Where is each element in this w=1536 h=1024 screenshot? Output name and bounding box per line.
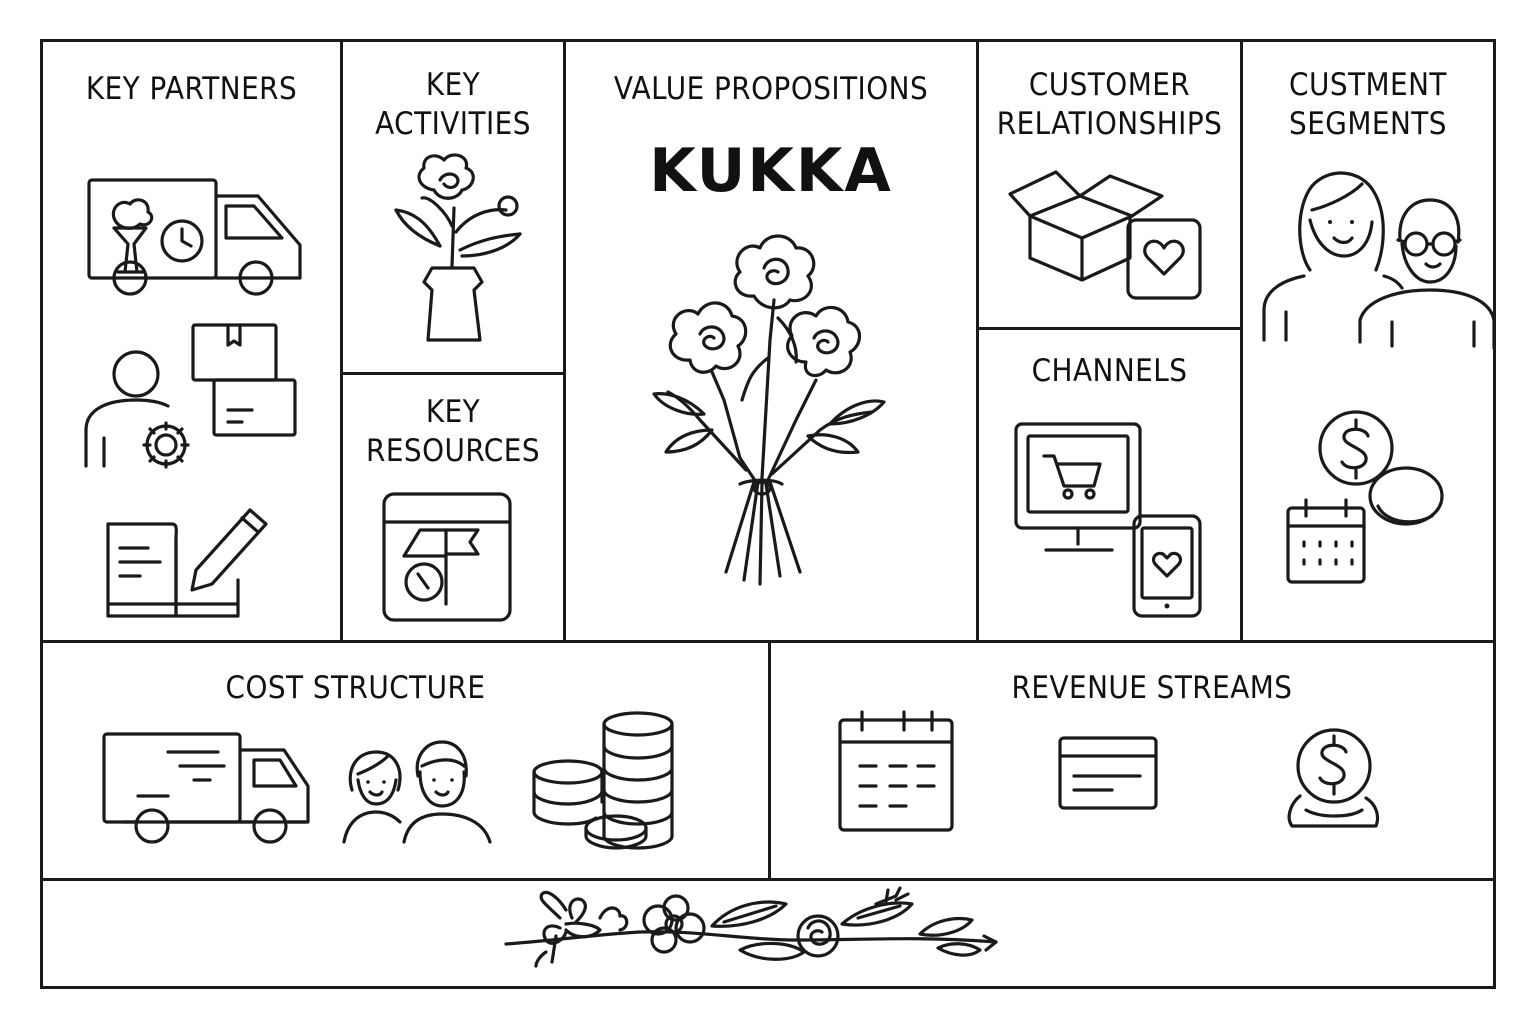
coin-stacks-icon xyxy=(532,711,674,850)
customer-relationships-title: CUSTOMER RELATIONSHIPS xyxy=(996,67,1223,142)
revenue-dollar-coin-icon xyxy=(1287,728,1380,828)
notebook-pencil-icon xyxy=(106,508,268,618)
delivery-truck-icon xyxy=(102,732,310,844)
floral-garland-icon xyxy=(504,886,998,968)
phone-heart-icon xyxy=(1132,514,1202,618)
subscription-calendar-icon xyxy=(838,710,954,832)
customers-couple-icon xyxy=(1262,171,1496,350)
key-resources-title: KEY RESOURCES xyxy=(366,394,540,469)
bouquet-icon xyxy=(652,234,886,586)
stacked-boxes-icon xyxy=(191,323,297,437)
key-activities-title: KEY ACTIVITIES xyxy=(375,67,531,142)
partner-person-gear-icon xyxy=(84,350,190,469)
customer-relationships-block: CUSTOMER RELATIONSHIPS xyxy=(976,39,1243,330)
customer-segments-title: CUSTMENT SEGMENTS xyxy=(1289,67,1447,142)
open-box-icon xyxy=(1008,170,1164,282)
delivery-van-icon xyxy=(87,178,302,296)
channels-title: CHANNELS xyxy=(1031,353,1188,389)
brand-name: KUKKA xyxy=(649,136,893,206)
cost-structure-title: COST STRUCTURE xyxy=(225,670,486,706)
flower-vase-icon xyxy=(394,153,522,342)
key-partners-title: KEY PARTNERS xyxy=(85,71,298,107)
payment-card-icon xyxy=(1058,736,1158,810)
dollar-coin-icon xyxy=(1318,410,1444,526)
staff-couple-icon xyxy=(342,740,492,844)
footer-band xyxy=(40,878,1496,989)
revenue-streams-title: REVENUE STREAMS xyxy=(1011,670,1293,706)
key-activities-block: KEY ACTIVITIES xyxy=(340,39,566,375)
heart-card-icon xyxy=(1126,218,1202,300)
monitor-cart-icon xyxy=(1014,422,1142,552)
calendar-icon xyxy=(1286,498,1366,584)
resource-board-icon xyxy=(382,492,512,622)
value-propositions-title: VALUE PROPOSITIONS xyxy=(613,71,929,107)
